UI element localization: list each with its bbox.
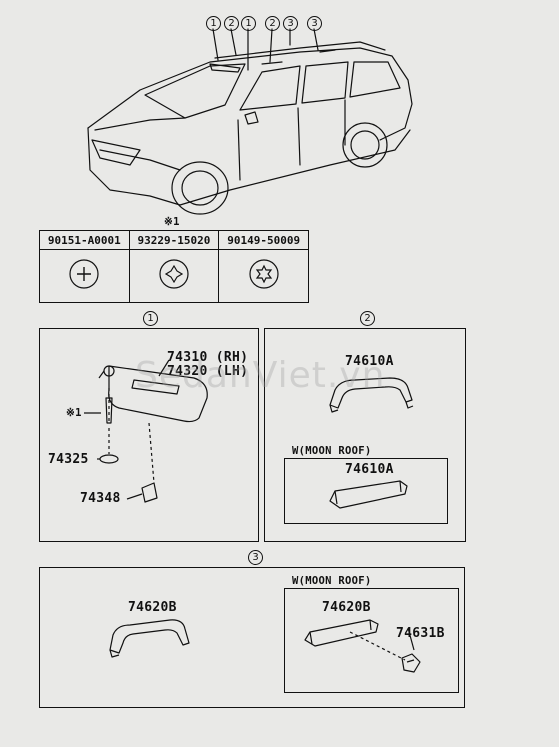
panel2-callout: 2 <box>360 311 375 326</box>
grip-b-label: 74620B <box>128 600 177 615</box>
holder-label: 74348 <box>80 491 121 506</box>
panel2-grip <box>264 328 466 542</box>
visor-rh-label: 74310 (RH) <box>167 350 249 365</box>
panel3-callout: 3 <box>248 550 263 565</box>
assist-grip-drawing <box>329 377 414 413</box>
moonroof-grip-b-drawing <box>304 619 421 673</box>
screw-note-label: ※1 <box>66 407 82 419</box>
callout-1a: 1 <box>206 16 221 31</box>
panel3-grip <box>39 567 465 708</box>
sun-visor-drawing <box>84 359 208 503</box>
callout-3a: 3 <box>283 16 298 31</box>
star-clip-icon <box>128 249 220 303</box>
washer-label: 74325 <box>48 452 89 467</box>
table-header: 90149-50009 <box>218 230 309 250</box>
assist-grip-b-drawing <box>109 619 190 658</box>
callout-1b: 1 <box>241 16 256 31</box>
torx-clip-icon <box>218 249 309 303</box>
panel1-callout: 1 <box>143 311 158 326</box>
moonroof-grip-label: 74610A <box>345 462 394 477</box>
grip-label: 74610A <box>345 354 394 369</box>
moonroof-grip-b-label: 74620B <box>322 600 371 615</box>
panel2-moonroof-box <box>284 458 448 524</box>
table-header: 90151-A0001 <box>39 230 130 250</box>
callout-2a: 2 <box>224 16 239 31</box>
phillips-screw-icon <box>39 249 130 303</box>
vehicle-illustration <box>87 28 413 215</box>
moonroof-grip-drawing <box>329 480 408 509</box>
watermark: SedanViet.vn <box>135 355 386 396</box>
moonroof-label: W(MOON ROOF) <box>292 445 372 457</box>
table-note-mark: ※1 <box>164 216 180 228</box>
visor-lh-label: 74320 (LH) <box>167 364 249 379</box>
panel1-sun-visor <box>39 328 259 542</box>
callout-3b: 3 <box>307 16 322 31</box>
callout-2b: 2 <box>265 16 280 31</box>
panel3-moonroof-box <box>284 588 459 693</box>
moonroof-b-label: W(MOON ROOF) <box>292 575 372 587</box>
table-header: 93229-15020 <box>128 230 220 250</box>
fastener-table: 90151-A0001 93229-15020 90149-50009 <box>39 230 309 303</box>
